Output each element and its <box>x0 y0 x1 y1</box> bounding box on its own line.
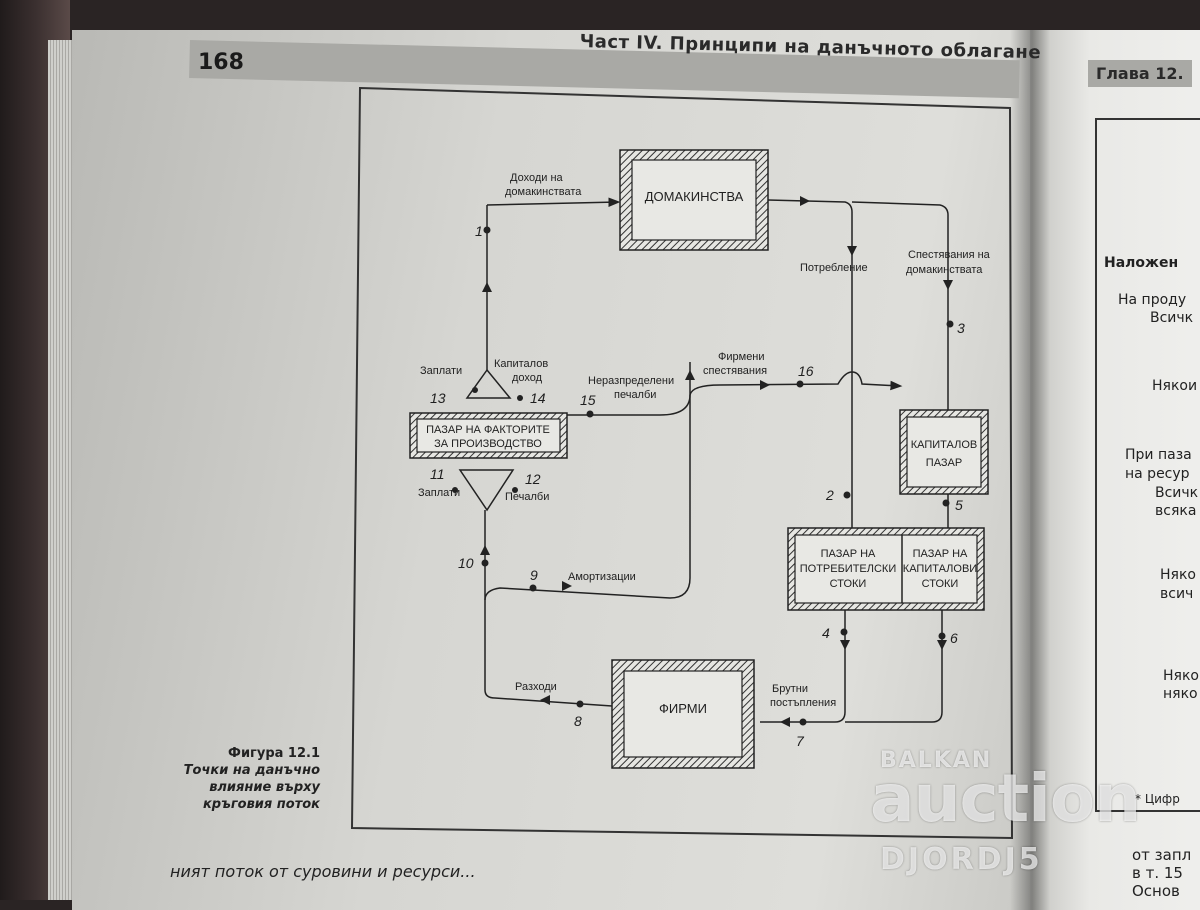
consumer-goods-label-1: ПАЗАР НА <box>821 548 876 560</box>
right-line: от запл <box>1132 846 1192 864</box>
left-page <box>72 30 1032 910</box>
figure-caption-line: кръговия поток <box>202 797 320 812</box>
capital-market-label-1: КАПИТАЛОВ <box>911 439 977 451</box>
right-line: * Цифр <box>1135 792 1180 806</box>
capital-goods-label-2: КАПИТАЛОВИ <box>903 563 977 575</box>
tax-point-number: 1 <box>475 223 483 239</box>
label-retained-profits-1: Неразпределени <box>588 375 674 387</box>
label-capital-income-2: доход <box>512 372 543 384</box>
label-profits: Печалби <box>505 491 549 503</box>
label-expenses: Разходи <box>515 681 557 693</box>
tax-point-dots <box>452 226 954 726</box>
capital-goods-label-1: ПАЗАР НА <box>913 548 968 560</box>
body-text-line: ният поток от суровини и ресурси... <box>170 862 476 881</box>
firms-label: ФИРМИ <box>659 701 707 716</box>
right-line: Някои <box>1152 378 1198 394</box>
right-line: Наложен <box>1104 255 1179 271</box>
diamond-bottom <box>458 469 515 512</box>
right-line: При паза <box>1125 447 1192 463</box>
tax-point-number: 6 <box>950 630 958 646</box>
figure-caption: Фигура 12.1 Точки на данъчно влияние вър… <box>160 745 320 813</box>
right-line: на ресур <box>1125 466 1190 482</box>
right-line: Няко <box>1163 668 1199 684</box>
figure-caption-line: Точки на данъчно <box>183 763 320 778</box>
tax-point-number: 7 <box>796 733 805 749</box>
label-gross-revenue-1: Брутни <box>772 683 808 695</box>
tax-point-number: 13 <box>430 390 446 406</box>
capital-goods-label-3: СТОКИ <box>922 578 959 590</box>
tax-point-number: 11 <box>430 466 445 482</box>
households-box: ДОМАКИНСТВА <box>619 149 769 251</box>
tax-point-number: 9 <box>530 567 538 583</box>
book-gutter <box>1010 30 1050 910</box>
right-line: няко <box>1163 686 1198 702</box>
label-household-income-1: Доходи на <box>510 172 564 184</box>
tax-point-number: 15 <box>580 392 596 408</box>
label-depreciation: Амортизации <box>568 571 636 583</box>
right-line: Всичк <box>1155 485 1199 501</box>
label-wages-top: Заплати <box>420 365 462 377</box>
right-line: Основ <box>1132 882 1180 900</box>
right-line: Няко <box>1160 567 1196 583</box>
tax-point-number: 10 <box>458 555 474 571</box>
label-gross-revenue-2: постъпления <box>770 697 836 709</box>
flow-consumer-goods-down <box>760 610 846 723</box>
figure-caption-title: Фигура 12.1 <box>228 746 320 761</box>
capital-market-box: КАПИТАЛОВ ПАЗАР <box>899 409 989 495</box>
factor-market-box: ПАЗАР НА ФАКТОРИТЕ ЗА ПРОИЗВОДСТВО <box>409 412 568 459</box>
right-page <box>1030 30 1200 910</box>
right-line: Всичк <box>1150 310 1194 326</box>
watermark-logo: auction <box>870 760 1141 837</box>
right-line: в т. 15 <box>1132 864 1183 882</box>
tax-point-number: 14 <box>530 390 546 406</box>
tax-point-number: 5 <box>955 497 963 513</box>
right-page-table-box <box>1095 118 1200 812</box>
flow-depreciation <box>484 362 691 601</box>
right-line: всич <box>1160 586 1194 602</box>
firms-box: ФИРМИ <box>611 659 755 769</box>
label-wages-bottom: Заплати <box>418 487 460 499</box>
label-household-savings-1: Спестявания на <box>908 249 991 261</box>
flow-capital-goods-down <box>845 610 943 723</box>
flow-retained-profits <box>565 371 903 416</box>
figure-caption-line: влияние върху <box>209 780 320 795</box>
arrowheads <box>480 196 953 727</box>
tax-point-number: 4 <box>822 625 830 641</box>
factor-market-label-1: ПАЗАР НА ФАКТОРИТЕ <box>426 424 550 436</box>
diamond-top <box>465 368 512 399</box>
label-household-income-2: домакинствата <box>505 186 582 198</box>
flow-households-savings <box>851 201 949 410</box>
watermark-line-3: DJORDJ5 <box>880 842 1043 877</box>
flow-expenses <box>484 689 613 707</box>
flow-households-right <box>767 199 853 535</box>
right-line: всяка <box>1155 503 1197 519</box>
tax-point-number: 12 <box>525 471 541 487</box>
label-firm-savings-2: спестявания <box>703 365 767 377</box>
label-household-savings-2: домакинствата <box>906 264 983 276</box>
flow-income-to-households <box>486 197 621 208</box>
label-firm-savings-1: Фирмени <box>718 351 765 363</box>
goods-markets-box: ПАЗАР НА ПОТРЕБИТЕЛСКИ СТОКИ ПАЗАР НА КА… <box>787 527 985 611</box>
households-label: ДОМАКИНСТВА <box>645 189 744 204</box>
capital-market-label-2: ПАЗАР <box>926 457 962 469</box>
watermark-line-1: BALKAN <box>880 748 993 773</box>
figure-frame <box>350 86 1014 840</box>
consumer-goods-label-2: ПОТРЕБИТЕЛСКИ <box>800 563 897 575</box>
right-line: На проду <box>1118 292 1187 308</box>
tax-point-number: 16 <box>798 363 814 379</box>
page-number: 168 <box>198 50 244 75</box>
consumer-goods-label-3: СТОКИ <box>830 578 867 590</box>
label-retained-profits-2: печалби <box>614 389 656 401</box>
label-capital-income-1: Капиталов <box>494 358 548 370</box>
factor-market-label-2: ЗА ПРОИЗВОДСТВО <box>434 438 542 450</box>
right-page-header: Глава 12. <box>1088 60 1192 87</box>
label-consumption: Потребление <box>800 262 868 274</box>
tax-point-number: 3 <box>957 320 965 336</box>
tax-point-number: 2 <box>825 487 834 503</box>
tax-point-number: 8 <box>574 713 582 729</box>
